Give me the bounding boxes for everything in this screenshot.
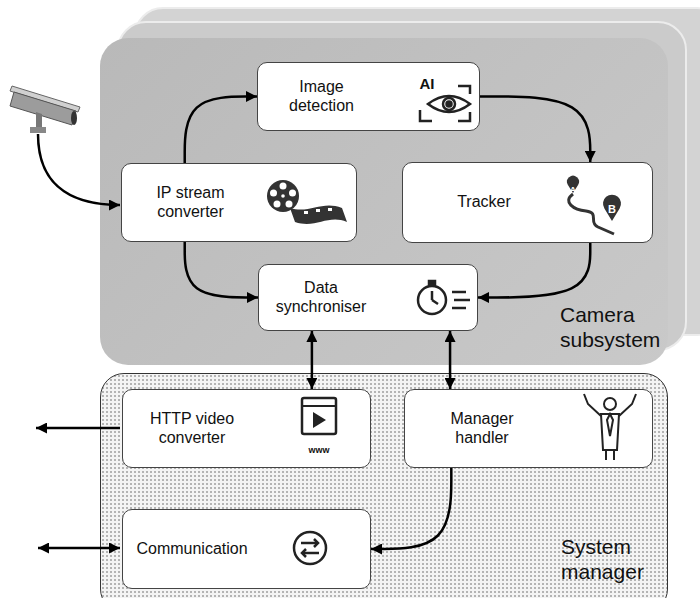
manager-icon — [604, 398, 616, 410]
flow-arrow — [311, 331, 314, 389]
manager-icon — [584, 394, 601, 416]
web-video-icon — [313, 412, 326, 428]
box-label: Data synchroniser — [271, 278, 371, 316]
video-input-arrow — [38, 134, 120, 205]
group-title: Camera subsystem — [560, 302, 672, 352]
film-reel-icon — [304, 211, 308, 214]
stopwatch-icon — [429, 281, 435, 285]
box-label: HTTP video converter — [142, 409, 242, 447]
ai-eye-icon — [428, 96, 470, 112]
route-icon — [567, 176, 579, 193]
route-icon — [567, 176, 621, 234]
stopwatch-icon — [452, 307, 466, 310]
process-box: Communication — [122, 509, 371, 589]
film-reel-icon — [286, 201, 293, 208]
manager-icon — [601, 414, 619, 450]
film-reel-icon — [328, 208, 332, 211]
subsystem-panel: Camera subsystemImage detectionIP stream… — [100, 38, 668, 365]
ai-eye-icon — [458, 86, 470, 94]
flow-arrow — [371, 468, 451, 549]
stopwatch-icon — [432, 300, 438, 304]
exchange-icon — [294, 532, 326, 564]
box-label: IP stream converter — [143, 183, 238, 221]
icon-label: AI — [420, 76, 435, 91]
box-label: Manager handler — [432, 409, 532, 447]
film-reel-icon — [267, 180, 347, 224]
flow-arrow — [478, 243, 590, 298]
camera-icon — [36, 112, 42, 128]
ai-eye-icon — [447, 102, 452, 107]
process-box: IP stream converter — [121, 163, 357, 242]
exchange-icon — [294, 532, 326, 564]
ai-eye-icon — [420, 110, 432, 121]
manager-icon — [606, 450, 614, 460]
external-link-arrow — [38, 547, 120, 550]
camera-icon — [10, 86, 80, 133]
film-reel-icon — [281, 194, 285, 198]
camera-icon — [10, 92, 76, 125]
exchange-icon — [302, 549, 306, 557]
route-icon — [603, 195, 621, 221]
stopwatch-icon — [454, 299, 470, 302]
exchange-icon — [314, 539, 318, 547]
box-label: Communication — [130, 539, 254, 558]
group-title: System manager — [561, 534, 673, 584]
flow-arrow — [480, 97, 590, 163]
web-video-icon — [302, 398, 336, 434]
stopwatch-icon — [431, 291, 434, 300]
pin-label: A — [570, 186, 576, 194]
manager-icon — [607, 414, 613, 436]
film-reel-icon — [316, 209, 320, 212]
process-box: HTTP video converter — [122, 389, 371, 468]
film-reel-icon — [267, 180, 299, 212]
manager-panel: System managerHTTP video converterManage… — [100, 373, 668, 598]
manager-icon — [584, 394, 636, 460]
ai-eye-icon — [443, 98, 455, 110]
film-reel-icon — [280, 183, 287, 190]
film-reel-icon — [290, 205, 347, 223]
camera-icon — [71, 111, 77, 125]
ai-eye-icon — [420, 86, 470, 121]
flow-arrow — [449, 331, 452, 389]
manager-icon — [619, 394, 636, 416]
pin-label: B — [608, 204, 616, 215]
box-label: Tracker — [434, 192, 534, 211]
film-reel-icon — [270, 190, 277, 197]
icon-label: www — [308, 446, 329, 455]
camera-icon — [30, 127, 46, 133]
ai-eye-icon — [458, 112, 470, 121]
video-output-arrow — [36, 427, 120, 430]
box-label: Image detection — [274, 77, 369, 115]
web-video-icon — [302, 398, 336, 434]
flow-arrow — [185, 242, 258, 298]
film-reel-icon — [274, 201, 281, 208]
stopwatch-icon — [418, 286, 446, 314]
web-video-icon — [302, 405, 336, 407]
film-reel-icon — [289, 190, 296, 197]
flow-arrow — [185, 97, 257, 164]
stopwatch-icon — [418, 281, 470, 314]
stopwatch-icon — [452, 291, 466, 294]
